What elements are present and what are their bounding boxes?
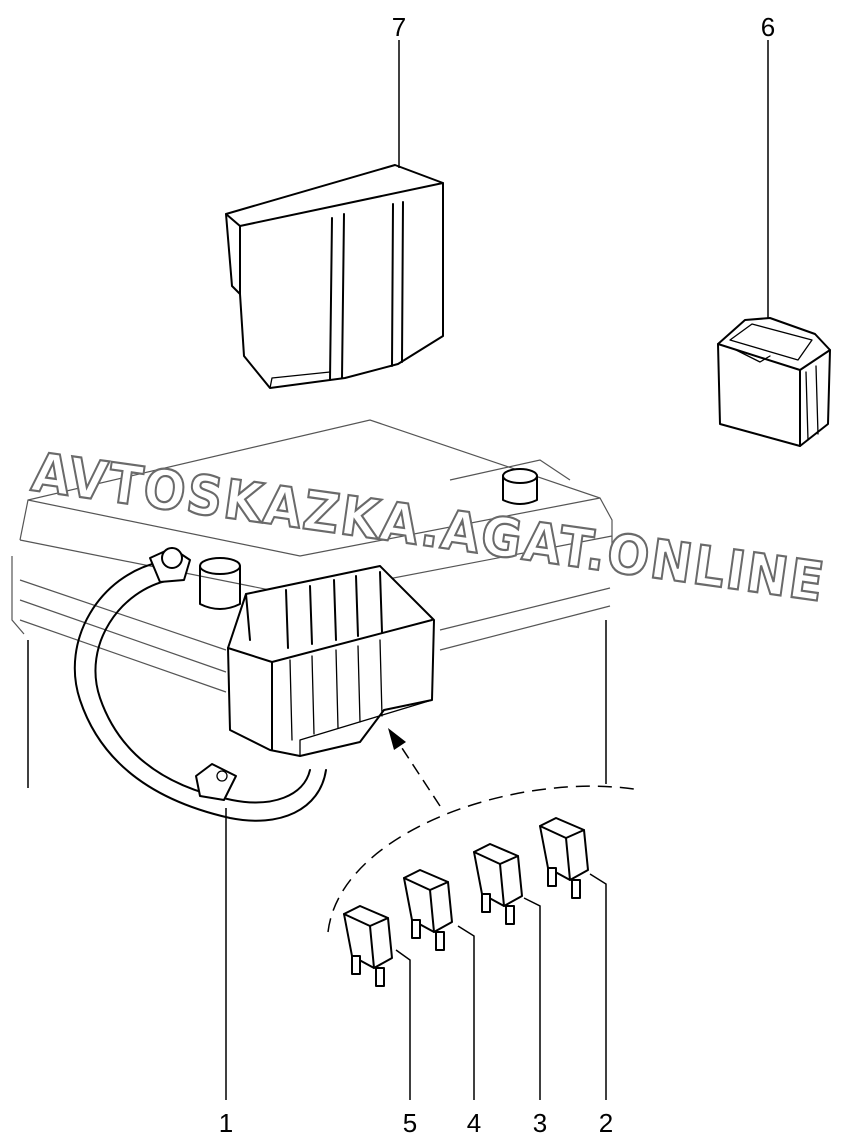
mini-fuse-2[interactable] (539, 817, 589, 899)
callout-3: 3 (533, 1108, 547, 1138)
leader-4 (457, 925, 475, 1100)
wiring-harness[interactable] (73, 547, 327, 822)
leader-2 (589, 873, 607, 1100)
fuse-box-cover[interactable] (225, 164, 444, 389)
callout-4: 4 (467, 1108, 481, 1138)
mini-fuse-5[interactable] (343, 905, 393, 987)
mini-fuse-4[interactable] (403, 869, 453, 951)
relay[interactable] (717, 317, 831, 447)
callout-7: 7 (392, 12, 406, 42)
callout-5: 5 (403, 1108, 417, 1138)
callout-1: 1 (219, 1108, 233, 1138)
battery (11, 419, 613, 693)
leader-5 (395, 949, 411, 1100)
leader-3 (523, 897, 541, 1100)
callout-6: 6 (761, 12, 775, 42)
fuse-block[interactable] (227, 565, 435, 757)
callout-2: 2 (599, 1108, 613, 1138)
fuse-group-arc (327, 785, 641, 933)
mini-fuse-3[interactable] (473, 843, 523, 925)
insertion-arrow (388, 728, 441, 807)
